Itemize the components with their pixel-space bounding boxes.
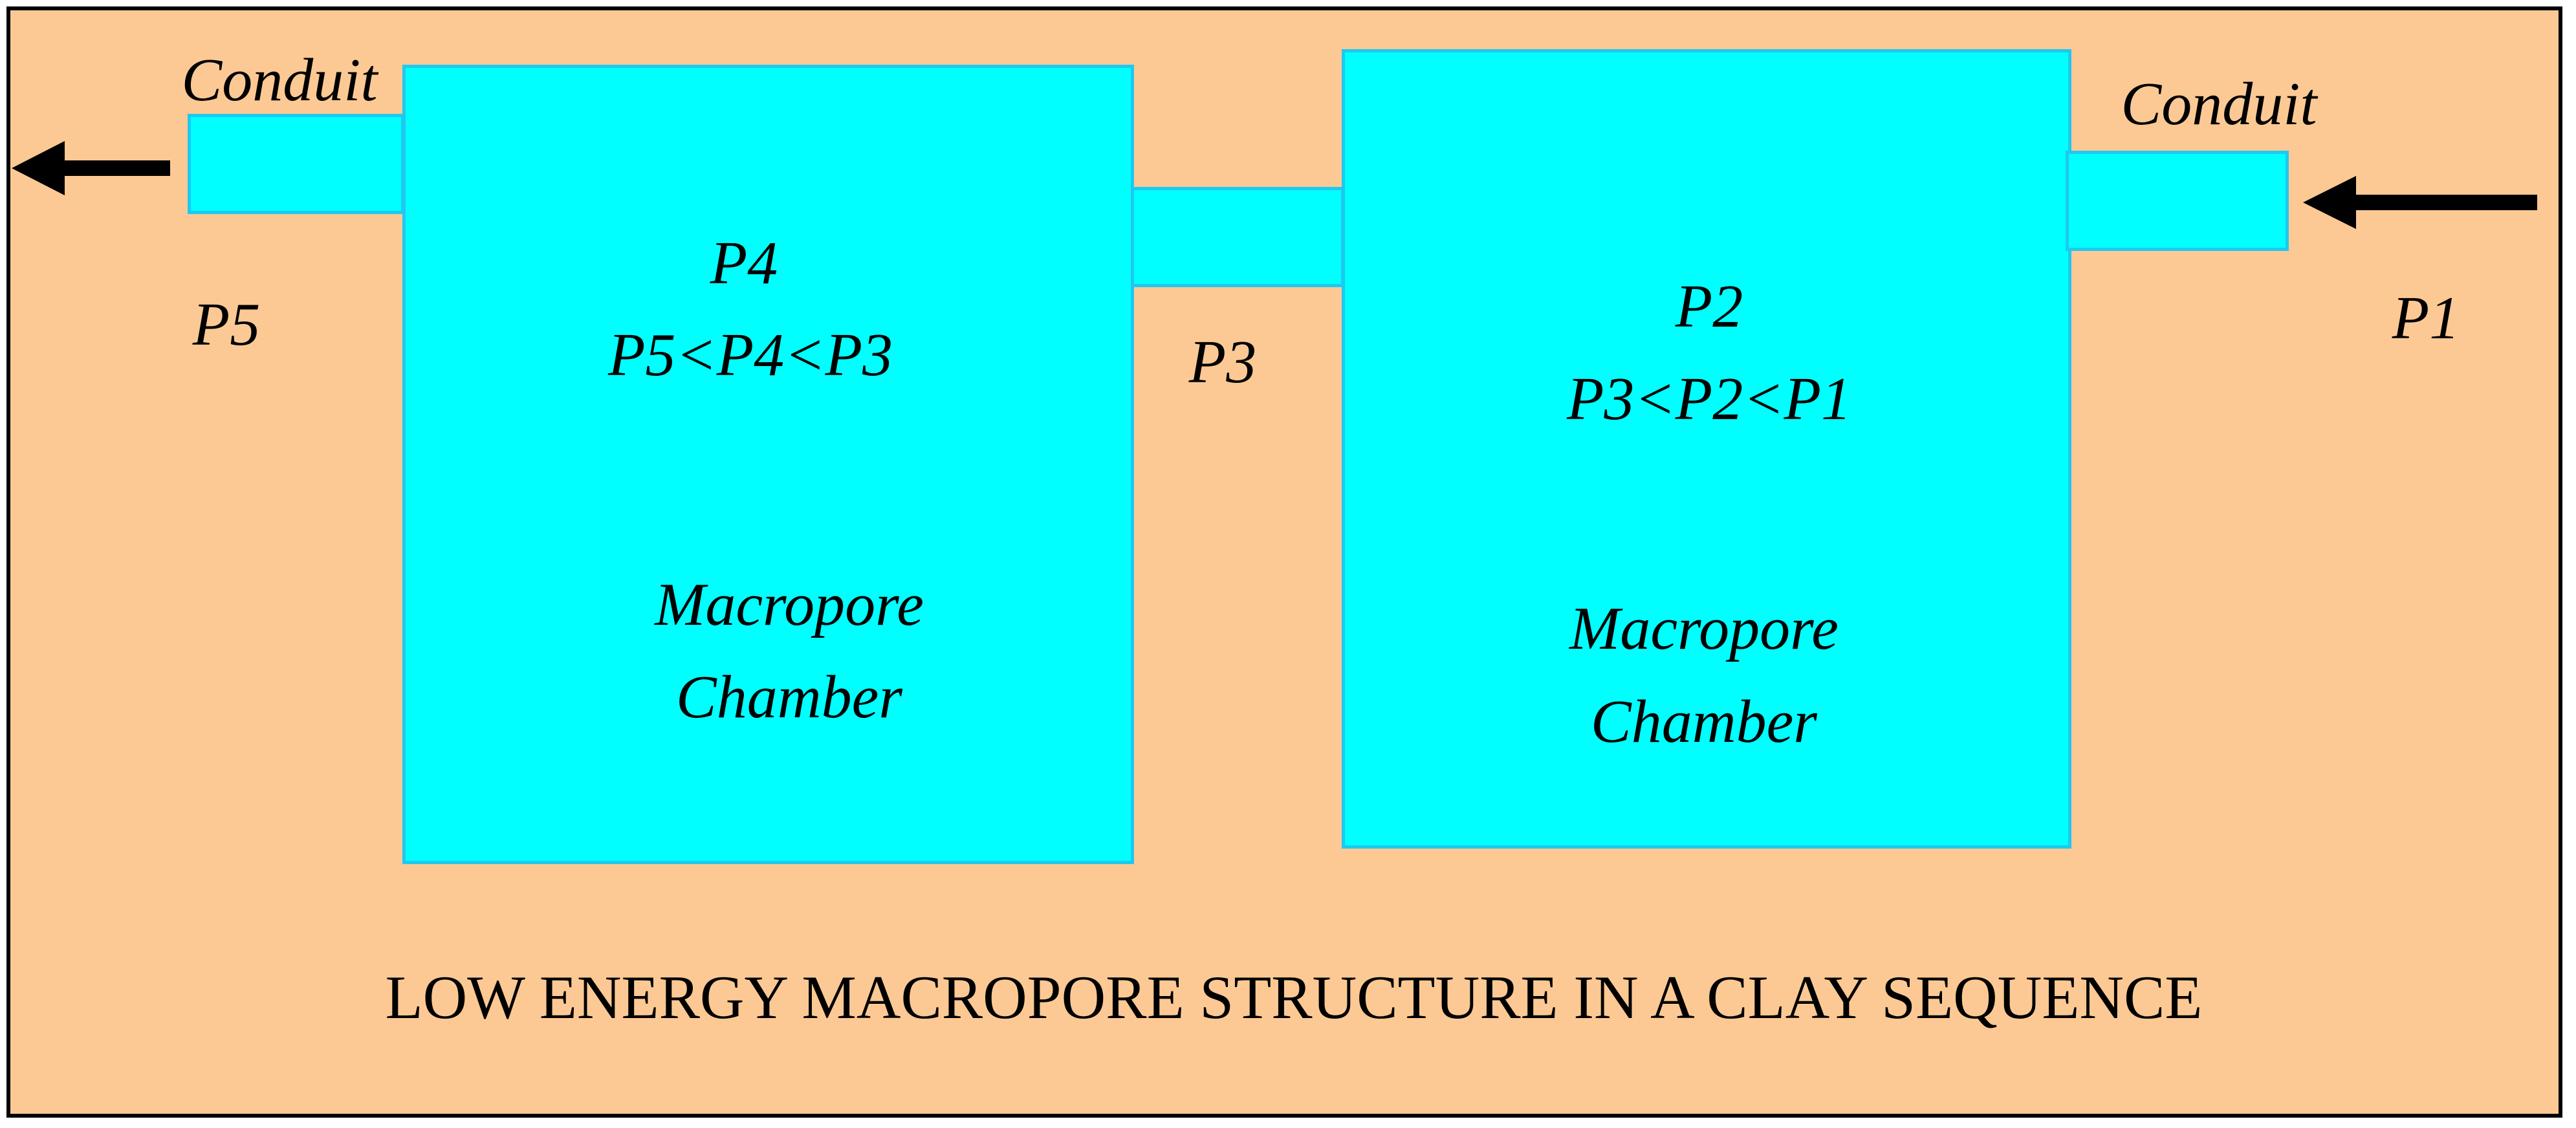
pressure-label-p4: P4	[710, 230, 778, 297]
connector-conduit	[1131, 187, 1344, 287]
arrow-left-icon	[12, 141, 170, 195]
left-macropore-chamber	[402, 65, 1134, 864]
right-conduit	[2066, 151, 2289, 251]
right-macropore-chamber	[1342, 49, 2071, 849]
right-chamber-name-line1: Macropore	[1569, 595, 1839, 662]
arrow-left-icon	[2303, 176, 2537, 229]
right-chamber-name-line2: Chamber	[1591, 688, 1817, 755]
pressure-label-p2: P2	[1675, 273, 1743, 340]
left-conduit-label: Conduit	[181, 47, 378, 114]
left-chamber-pressure-relation: P5<P4<P3	[607, 321, 893, 389]
right-chamber-pressure-relation: P3<P2<P1	[1566, 365, 1852, 433]
diagram-caption: LOW ENERGY MACROPORE STRUCTURE IN A CLAY…	[385, 963, 2203, 1032]
pressure-label-p3: P3	[1188, 329, 1257, 396]
pressure-label-p5: P5	[192, 291, 261, 358]
right-conduit-label: Conduit	[2121, 70, 2317, 138]
left-conduit	[188, 114, 404, 214]
pressure-label-p1: P1	[2392, 285, 2460, 352]
left-chamber-name-line1: Macropore	[655, 571, 924, 638]
left-chamber-name-line2: Chamber	[676, 664, 902, 731]
